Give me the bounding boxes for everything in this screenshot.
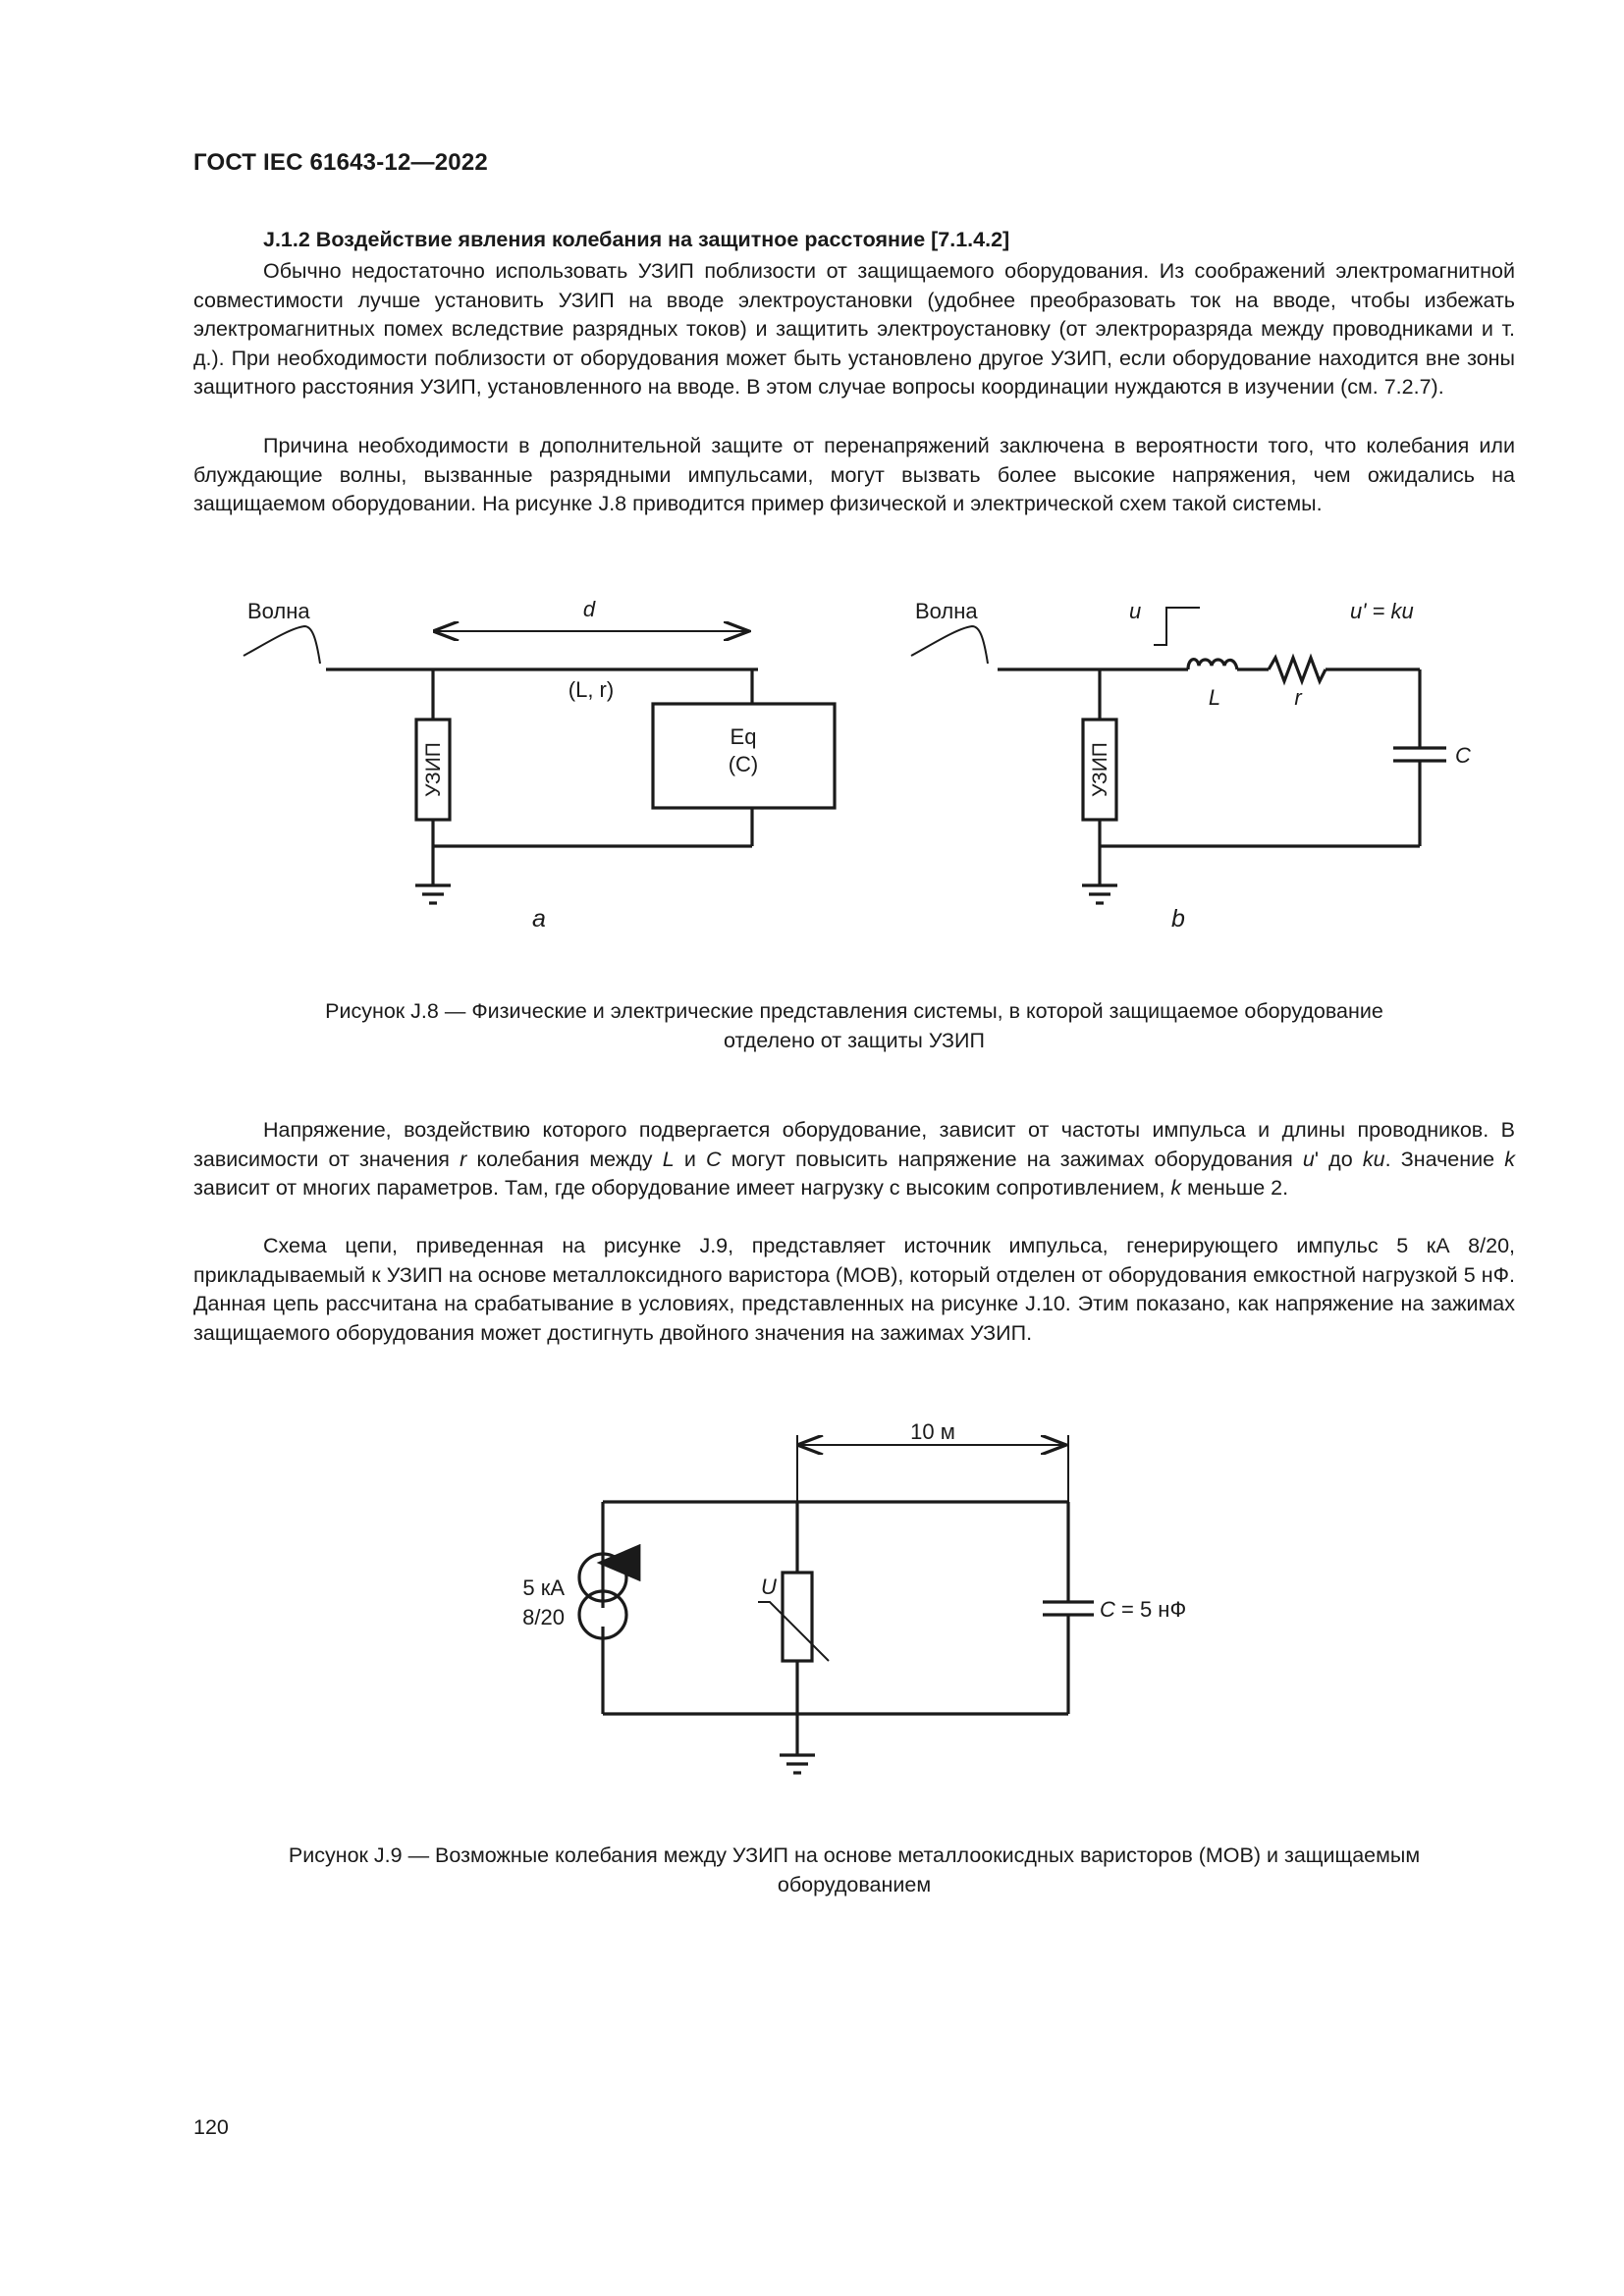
ground-icon <box>415 883 451 905</box>
resistance-label: r <box>1294 685 1303 710</box>
figure-j9-caption-line-1: Рисунок J.9 — Возможные колебания между … <box>288 1843 1421 1867</box>
current-source-icon <box>577 1543 641 1640</box>
figure-j8-caption-line-1: Рисунок J.8 — Физические и электрические… <box>325 999 1383 1023</box>
ground-icon <box>780 1753 815 1775</box>
wave-curve <box>243 624 321 665</box>
equipment-voltage-label: u' = ku <box>1350 599 1414 623</box>
figure-j9-caption: Рисунок J.9 — Возможные колебания между … <box>193 1842 1515 1899</box>
figure-j9: 10 м 5 кА 8/20 U C = 5 нФ <box>522 1419 1186 1775</box>
source-current-label: 5 кА <box>522 1575 565 1600</box>
figure-j8: Волна d (L, r) УЗИП Eq (C) a Волна u u' … <box>243 597 1471 933</box>
line-parameters-label: (L, r) <box>568 677 614 702</box>
section-title: J.1.2 Воздействие явления колебания на з… <box>263 228 1010 251</box>
wave-curve <box>910 624 989 665</box>
figure-j8-caption: Рисунок J.8 — Физические и электрические… <box>193 997 1515 1055</box>
varistor-icon <box>781 1571 814 1663</box>
varistor-label: U <box>761 1575 777 1599</box>
document-header: ГОСТ IEC 61643-12—2022 <box>193 149 488 176</box>
ground-icon <box>1082 883 1117 905</box>
capacitance-label: C <box>1455 743 1471 768</box>
inductor-icon <box>1186 658 1239 670</box>
figure-j8-part-a: Волна d (L, r) УЗИП Eq (C) a <box>243 597 837 933</box>
distance-label: 10 м <box>910 1419 955 1444</box>
wave-label: Волна <box>915 599 978 623</box>
subfigure-label-b: b <box>1171 905 1185 933</box>
source-waveform-label: 8/20 <box>522 1605 565 1629</box>
equipment-box <box>651 702 837 810</box>
capacitor-label: C = 5 нФ <box>1100 1597 1186 1622</box>
figure-j8-caption-line-2: отделено от защиты УЗИП <box>724 1028 985 1052</box>
wave-label: Волна <box>247 599 310 623</box>
step-pulse-icon <box>1154 607 1200 646</box>
spd-label: УЗИП <box>422 742 445 797</box>
subfigure-label-a: a <box>532 905 546 933</box>
equipment-capacitance-label: (C) <box>729 752 759 776</box>
paragraph-4: Схема цепи, приведенная на рисунке J.9, … <box>193 1234 1515 1345</box>
capacitor-label-value: = 5 нФ <box>1115 1597 1186 1622</box>
paragraph-2: Причина необходимости в дополнительной з… <box>193 434 1515 516</box>
figure-j9-caption-line-2: оборудованием <box>777 1872 932 1896</box>
paragraph-1: Обычно недостаточно использовать УЗИП по… <box>193 259 1515 400</box>
source-voltage-label: u <box>1129 599 1141 623</box>
spd-label: УЗИП <box>1089 742 1111 797</box>
page-number: 120 <box>193 2115 229 2139</box>
distance-label: d <box>583 597 596 621</box>
capacitor-icon <box>1393 746 1446 763</box>
varistor-slash <box>758 1601 830 1662</box>
equipment-label: Eq <box>731 724 757 749</box>
figure-j8-part-b: Волна u u' = ku L r C УЗИП b <box>910 599 1471 933</box>
resistor-icon <box>1267 653 1327 686</box>
inductance-label: L <box>1209 685 1220 710</box>
paragraph-3: Напряжение, воздействию которого подверг… <box>193 1118 1515 1201</box>
capacitor-icon <box>1043 1600 1094 1617</box>
